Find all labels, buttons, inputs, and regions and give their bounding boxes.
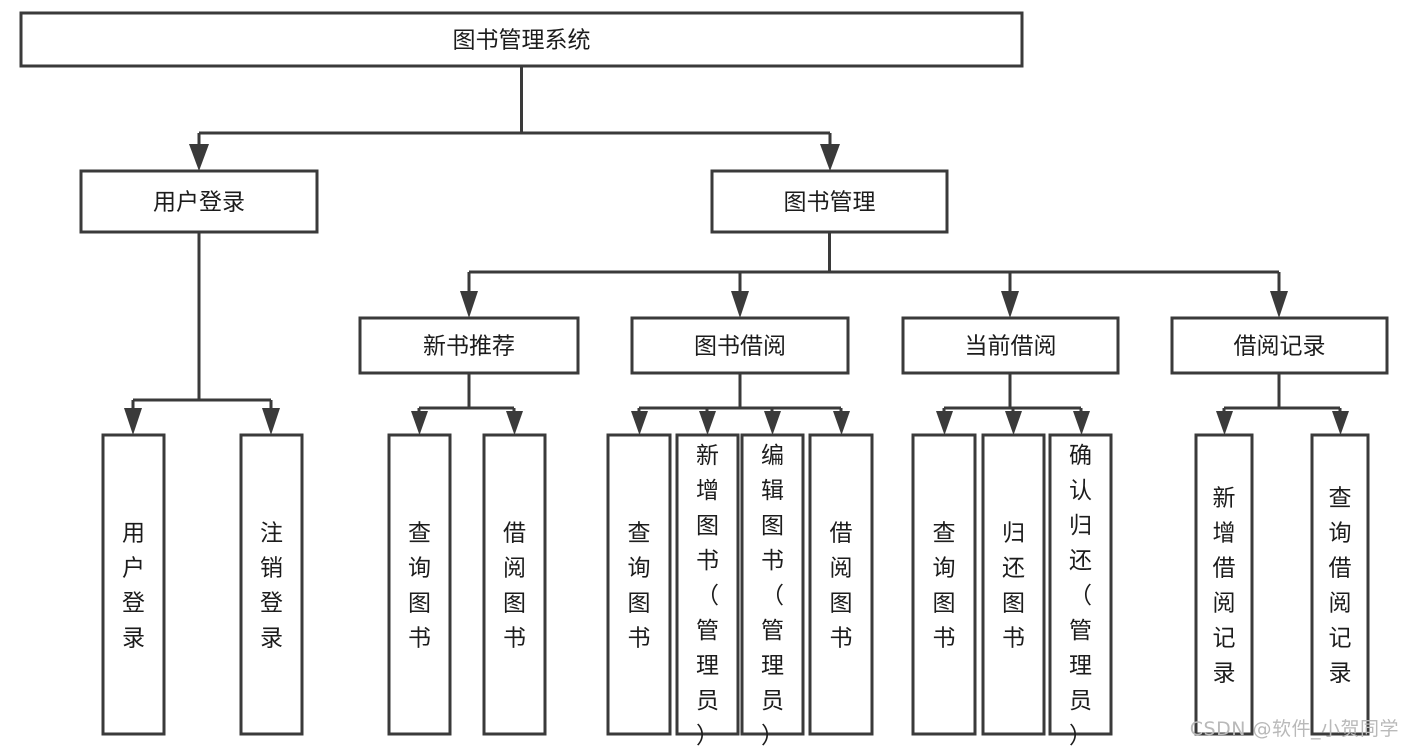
node-box xyxy=(358,316,580,375)
arrow-head-icon xyxy=(124,408,142,435)
node-box xyxy=(911,433,977,736)
node-box xyxy=(482,433,547,736)
node-box xyxy=(981,433,1046,736)
node-label: 查询图书 xyxy=(408,521,431,652)
connector-new-book-recommend-to-leaves xyxy=(411,373,523,435)
arrow-head-icon xyxy=(1001,291,1019,318)
node-label: 图书管理系统 xyxy=(453,28,591,54)
node-leaf-edit-book[interactable]: 编辑图书（管理员） xyxy=(740,433,805,747)
node-box xyxy=(1170,316,1389,375)
node-leaf-query-book-3[interactable]: 查询图书 xyxy=(911,433,977,736)
arrow-head-icon xyxy=(631,411,648,435)
arrow-head-icon xyxy=(833,411,850,435)
node-label: 确认归还（管理员） xyxy=(1069,443,1092,747)
arrow-head-icon xyxy=(1332,411,1349,435)
node-box xyxy=(19,11,1024,68)
node-box xyxy=(630,316,850,375)
node-leaf-add-book[interactable]: 新增图书（管理员） xyxy=(675,433,740,747)
node-box xyxy=(79,169,319,234)
node-leaf-query-borrow-record[interactable]: 查询借阅记录 xyxy=(1310,433,1370,736)
node-box xyxy=(606,433,672,736)
arrow-head-icon xyxy=(262,408,280,435)
connector-book-manage-to-level3 xyxy=(460,232,1288,318)
arrow-head-icon xyxy=(460,291,478,318)
node-current-borrow[interactable]: 当前借阅 xyxy=(901,316,1120,375)
node-leaf-borrow-book-2[interactable]: 借阅图书 xyxy=(808,433,874,736)
arrow-head-icon xyxy=(411,411,428,435)
node-label: 用户登录 xyxy=(153,190,245,216)
arrow-head-icon xyxy=(1270,291,1288,318)
node-label: 查询图书 xyxy=(933,521,956,652)
node-box xyxy=(808,433,874,736)
node-leaf-query-book-1[interactable]: 查询图书 xyxy=(387,433,452,736)
node-label: 借阅图书 xyxy=(830,521,853,652)
connector-user-login-to-leaves xyxy=(124,232,280,435)
node-box xyxy=(387,433,452,736)
connector-current-borrow-to-leaves xyxy=(936,373,1090,435)
node-label: 查询借阅记录 xyxy=(1329,486,1352,687)
arrow-head-icon xyxy=(936,411,953,435)
node-leaf-borrow-book-1[interactable]: 借阅图书 xyxy=(482,433,547,736)
node-root[interactable]: 图书管理系统 xyxy=(19,11,1024,68)
node-label: 归还图书 xyxy=(1002,521,1025,652)
node-user-login[interactable]: 用户登录 xyxy=(79,169,319,234)
arrow-head-icon xyxy=(189,144,209,171)
node-label: 新书推荐 xyxy=(423,334,515,360)
node-label: 图书借阅 xyxy=(694,334,786,360)
node-label: 编辑图书（管理员） xyxy=(761,443,784,747)
arrow-head-icon xyxy=(1216,411,1233,435)
node-box xyxy=(1194,433,1254,736)
node-leaf-confirm-return[interactable]: 确认归还（管理员） xyxy=(1048,433,1113,747)
node-leaf-return-book[interactable]: 归还图书 xyxy=(981,433,1046,736)
arrow-head-icon xyxy=(506,411,523,435)
arrow-head-icon xyxy=(820,144,840,171)
node-leaf-user-login[interactable]: 用户登录 xyxy=(101,433,166,736)
node-box xyxy=(101,433,166,736)
node-label: 借阅记录 xyxy=(1234,334,1326,360)
node-leaf-add-borrow-record[interactable]: 新增借阅记录 xyxy=(1194,433,1254,736)
node-borrow-record[interactable]: 借阅记录 xyxy=(1170,316,1389,375)
node-label: 查询图书 xyxy=(628,521,651,652)
arrow-head-icon xyxy=(1073,411,1090,435)
node-label: 注销登录 xyxy=(260,521,283,652)
node-box xyxy=(1310,433,1370,736)
node-box xyxy=(675,433,740,736)
node-label: 新增借阅记录 xyxy=(1213,486,1236,687)
node-box xyxy=(239,433,304,736)
node-box xyxy=(901,316,1120,375)
connector-borrow-record-to-leaves xyxy=(1216,373,1349,435)
node-box xyxy=(1048,433,1113,736)
node-box xyxy=(740,433,805,736)
leaf-node-layer: 用户登录 注销登录 查询图书 借阅图书 查询图书 新增图书（管理员） 编辑图书（管理员） 借阅… xyxy=(101,433,1370,747)
node-leaf-logout[interactable]: 注销登录 xyxy=(239,433,304,736)
node-leaf-query-book-2[interactable]: 查询图书 xyxy=(606,433,672,736)
arrow-head-icon xyxy=(699,411,716,435)
connector-root-to-level2 xyxy=(189,66,840,171)
node-label: 图书管理 xyxy=(784,190,876,216)
arrow-head-icon xyxy=(1005,411,1022,435)
connector-book-borrow-to-leaves xyxy=(631,373,850,435)
node-label: 当前借阅 xyxy=(965,334,1057,360)
arrow-head-icon xyxy=(731,291,749,318)
node-new-book-recommend[interactable]: 新书推荐 xyxy=(358,316,580,375)
node-box xyxy=(710,169,949,234)
node-label: 用户登录 xyxy=(122,521,145,652)
node-book-manage[interactable]: 图书管理 xyxy=(710,169,949,234)
node-book-borrow[interactable]: 图书借阅 xyxy=(630,316,850,375)
node-label: 借阅图书 xyxy=(503,521,526,652)
arrow-head-icon xyxy=(764,411,781,435)
node-label: 新增图书（管理员） xyxy=(696,443,719,747)
